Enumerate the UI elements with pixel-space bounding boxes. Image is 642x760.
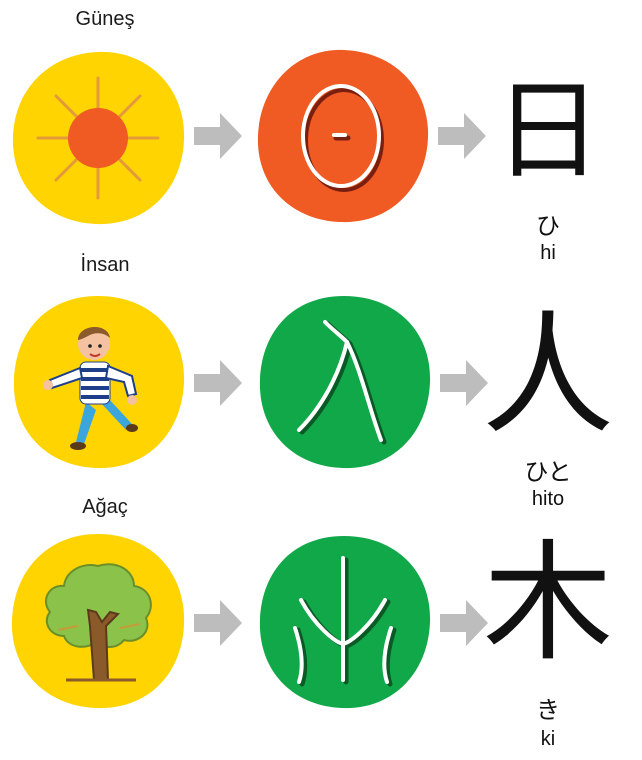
romaji-hito: hito [531,488,565,510]
row-person: İnsan [0,250,642,510]
kana-hito: ひと [524,458,572,486]
row-sun: Güneş 日 ひ hi [0,0,642,264]
arrow-right-icon [440,600,488,646]
kana-ki: き [536,696,560,724]
boy-icon [13,296,185,469]
row-tree: Ağaç 木 き ki [0,496,642,750]
arrow-right-icon [438,113,486,159]
tree-glyph-icon [259,536,431,709]
person-glyph-icon [259,296,431,469]
arrow-right-icon [440,360,488,406]
sun-icon [12,51,185,225]
arrow-right-icon [194,600,242,646]
label-person: İnsan [80,254,130,276]
tree-icon [11,534,185,709]
arrow-right-icon [194,113,242,159]
arrow-right-icon [194,360,242,406]
romaji-ki: ki [540,728,556,750]
kanji-hito: 人 [482,299,614,453]
romaji-hi: hi [540,242,556,264]
label-sun: Güneş [75,8,135,30]
label-tree: Ağaç [82,496,128,518]
kana-hi: ひ [536,212,560,240]
kanji-hi: 日 [493,69,602,194]
sun-glyph-icon [257,49,429,223]
kanji-ki: 木 [482,527,613,679]
